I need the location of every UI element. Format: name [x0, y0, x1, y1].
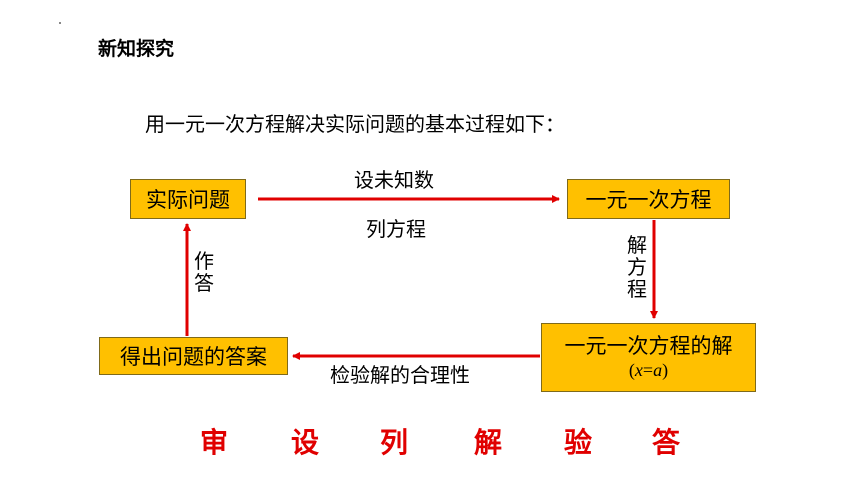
- node-problem: 实际问题: [130, 179, 246, 219]
- edge-label-set-unknown: 设未知数: [354, 168, 434, 192]
- edge-label-respond: 作 答: [194, 249, 214, 295]
- step-set: 设: [291, 426, 320, 459]
- decorative-dot: [59, 22, 61, 24]
- node-solution-formula: (x=a): [628, 360, 669, 381]
- edge-label-solve: 解 方 程: [627, 233, 647, 301]
- step-answer: 答: [652, 426, 681, 459]
- intro-text: 用一元一次方程解决实际问题的基本过程如下：: [145, 112, 565, 136]
- section-title: 新知探究: [98, 38, 175, 60]
- node-solution: 一元一次方程的解 (x=a): [541, 323, 756, 392]
- step-list: 列: [380, 426, 409, 459]
- edge-label-form-equation: 列方程: [366, 217, 426, 241]
- node-solution-label: 一元一次方程的解: [564, 334, 733, 359]
- node-equation: 一元一次方程: [567, 179, 730, 219]
- step-verify: 验: [564, 426, 593, 459]
- node-answer: 得出问题的答案: [99, 337, 288, 375]
- step-review: 审: [200, 426, 229, 459]
- step-solve: 解: [474, 426, 503, 459]
- edge-label-verify: 检验解的合理性: [330, 363, 470, 387]
